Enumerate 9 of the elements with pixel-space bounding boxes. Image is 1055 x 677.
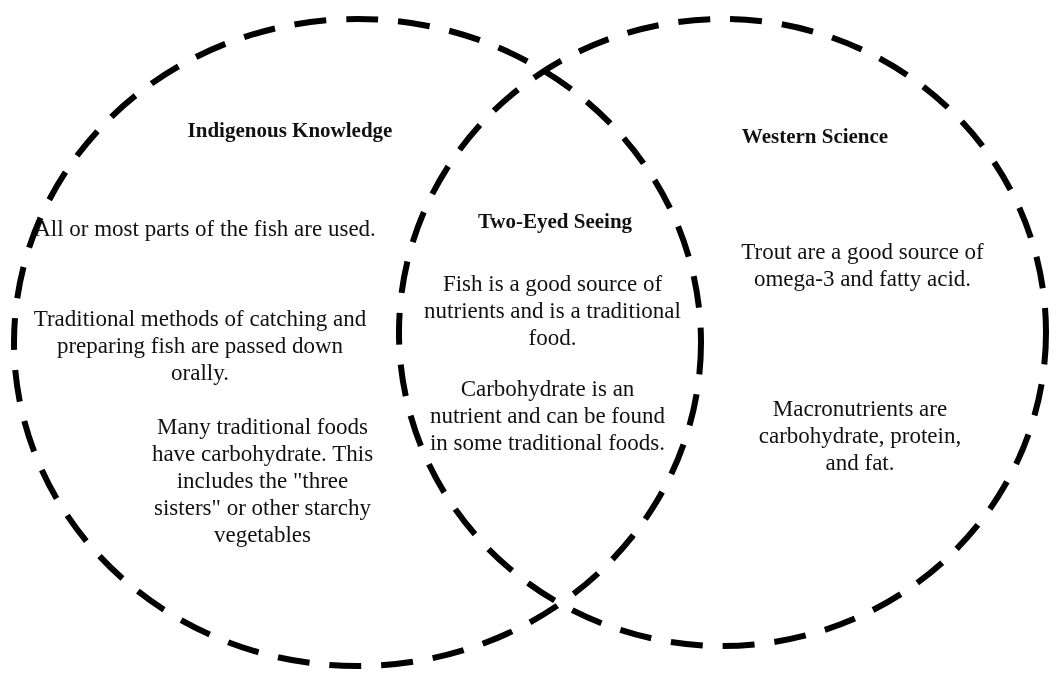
statement-text: Macronutrients are carbohydrate, protein, and fat. — [757, 395, 963, 476]
statement-text: Fish is a good source of nutrients and is a traditional food. — [423, 270, 682, 351]
section-heading: Two-Eyed Seeing — [476, 208, 634, 235]
statement-text: Trout are a good source of omega-3 and fatty acid. — [740, 238, 985, 292]
statement-text: Traditional methods of catching and preparing fish are passed down orally. — [32, 305, 368, 386]
section-heading: Western Science — [740, 123, 890, 150]
statement-text: Many traditional foods have carbohydrate. This includes the "three sisters" or other starchy vegetables — [150, 413, 375, 548]
statement-text: Carbohydrate is an nutrient and can be found in some traditional foods. — [428, 375, 667, 456]
section-heading: Indigenous Knowledge — [186, 117, 394, 144]
